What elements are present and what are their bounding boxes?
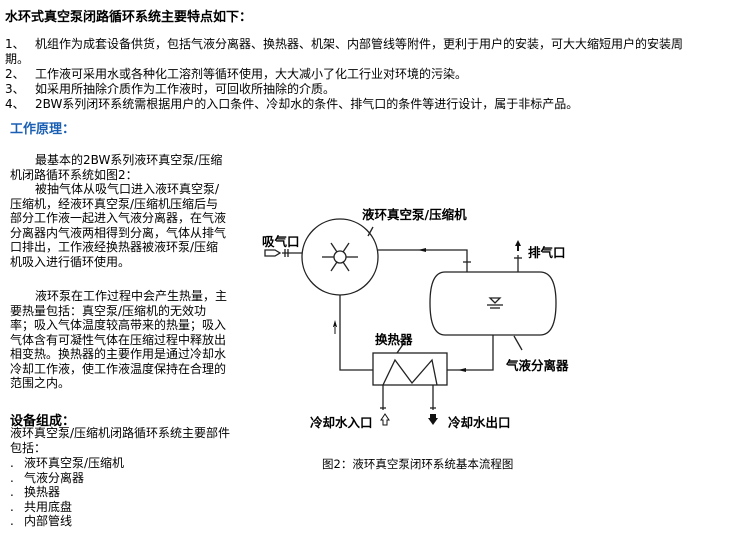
list-item-label: 换热器: [24, 485, 61, 499]
feature-number: 2、: [5, 67, 25, 81]
separator-drain-pipe: [447, 335, 494, 371]
water-in-arrow-icon: [380, 413, 390, 426]
feature-number: 1、: [5, 37, 25, 51]
feature-text: 2BW系列闭环系统需根据用户的入口条件、冷却水的条件、排气口的条件等进行设计，属…: [35, 97, 579, 111]
bullet: .: [10, 514, 14, 528]
exchanger-label: 换热器: [375, 332, 413, 347]
liquid-level-icon: [487, 297, 503, 309]
feature-item: 3、如采用所抽除介质作为工作液时，可回收所抽除的介质。: [5, 82, 335, 97]
principle-paragraph: 被抽气体从吸气口进入液环真空泵/压缩机，经液环真空泵/压缩机压缩后与部分工作液一…: [10, 182, 227, 269]
separator-vessel: [429, 271, 557, 336]
water-out-arrow-icon: [428, 414, 438, 425]
feature-item: 4、 2BW系列闭环系统需根据用户的入口条件、冷却水的条件、排气口的条件等进行设计…: [5, 97, 578, 112]
return-pipe: [339, 295, 373, 371]
figure-caption: 图2：液环真空泵闭环系统基本流程图: [322, 457, 514, 471]
list-item-label: 内部管线: [24, 514, 73, 528]
feature-number: 3、: [5, 82, 25, 96]
feature-item: 1、机组作为成套设备供货，包括气液分离器、换热器、机架、内部管线等附件，更利于用…: [5, 37, 683, 52]
list-item: . 内部管线: [10, 514, 124, 529]
equipment-list: . 液环真空泵/压缩机 . 气液分离器 . 换热器 . 共用底盘 . 内部管线: [10, 456, 124, 529]
separator-label: 气液分离器: [506, 358, 569, 373]
water-out-label: 冷却水出口: [448, 415, 511, 430]
bullet: .: [10, 456, 14, 470]
equipment-intro: 液环真空泵/压缩机闭路循环系统主要部件包括：: [10, 426, 231, 455]
list-item-label: 液环真空泵/压缩机: [24, 456, 125, 470]
feature-text: 机组作为成套设备供货，包括气液分离器、换热器、机架、内部管线等附件，更利于用户的…: [35, 37, 684, 51]
flow-arrow-left-icon: [418, 248, 426, 252]
heat-exchanger: [372, 352, 448, 386]
inlet-label: 吸气口: [262, 234, 300, 249]
exchanger-leader: [396, 342, 405, 354]
feature-item-cont: 期。: [5, 52, 30, 66]
pump-outlet-pipe: [378, 249, 468, 272]
list-item: . 共用底盘: [10, 500, 124, 515]
feature-number: 4、: [5, 97, 25, 111]
section-heading-principle: 工作原理：: [10, 122, 76, 137]
list-item: . 气液分离器: [10, 471, 124, 486]
feature-text: 如采用所抽除介质作为工作液时，可回收所抽除的介质。: [35, 82, 336, 96]
bullet: .: [10, 470, 14, 485]
section-heading-equipment: 设备组成：: [10, 414, 76, 429]
principle-paragraph: 最基本的2BW系列液环真空泵/压缩机闭路循环系统如图2：: [10, 153, 223, 182]
feature-item: 2、工作液可采用水或各种化工溶剂等循环使用，大大减小了化工行业对环境的污染。: [5, 67, 467, 82]
principle-paragraph: 液环泵在工作过程中会产生热量，主要热量包括：真空泵/压缩机的无效功率；吸入气体温…: [10, 289, 228, 390]
list-item: . 液环真空泵/压缩机: [10, 456, 124, 471]
pump-circle: [301, 218, 379, 296]
water-in-label: 冷却水入口: [310, 415, 373, 430]
list-item-label: 共用底盘: [24, 499, 73, 514]
page-title: 水环式真空泵闭路循环系统主要特点如下：: [5, 10, 253, 25]
feature-text: 工作液可采用水或各种化工溶剂等循环使用，大大减小了化工行业对环境的污染。: [35, 67, 468, 81]
bullet: .: [10, 485, 14, 499]
flow-arrow-left-icon: [458, 368, 466, 372]
flow-arrow-up-icon: [333, 320, 337, 334]
list-item: . 换热器: [10, 485, 124, 500]
pump-label: 液环真空泵/压缩机: [362, 207, 467, 222]
exhaust-arrow-icon: [515, 240, 521, 251]
list-item-label: 气液分离器: [24, 470, 85, 485]
inlet-arrow-icon: [264, 249, 282, 257]
bullet: .: [10, 499, 14, 514]
pump-leader: [367, 226, 374, 237]
exhaust-label: 排气口: [528, 245, 566, 260]
impeller-icon: [322, 242, 358, 272]
heat-exchanger-coil: [382, 358, 438, 386]
separator-leader: [513, 335, 523, 351]
